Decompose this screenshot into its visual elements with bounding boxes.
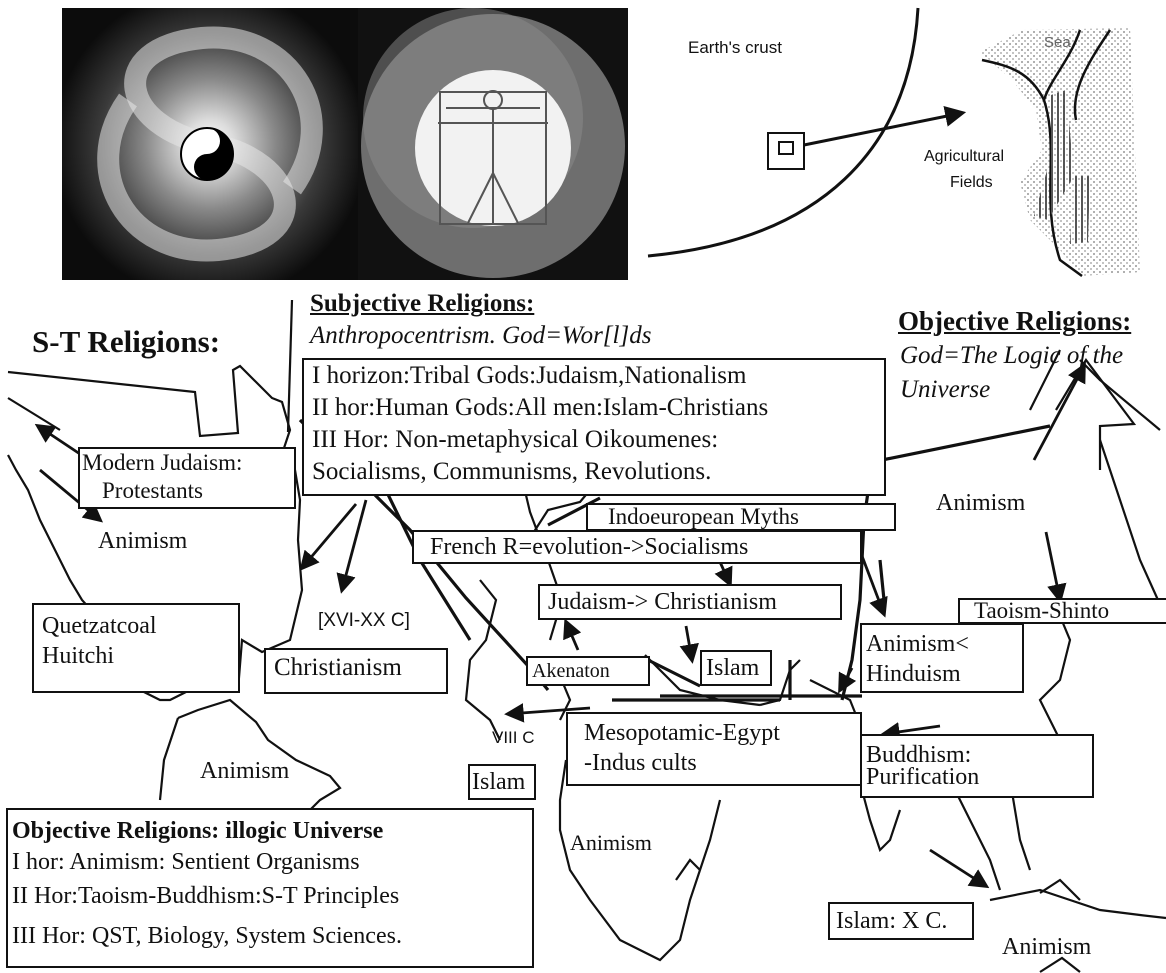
animism-hinduism-line1: Animism<	[866, 629, 1022, 659]
objective-illogic-line1: I hor: Animism: Sentient Organisms	[12, 846, 532, 878]
mesopotamic-box: Mesopotamic-Egypt -Indus cults	[566, 712, 862, 786]
modern-judaism-line2: Protestants	[82, 477, 294, 505]
taoism-shinto-label: Taoism-Shinto	[974, 598, 1109, 623]
animism-northeast-label: Animism	[936, 490, 1025, 517]
animism-northwest-label: Animism	[98, 528, 187, 555]
animism-hinduism-box: Animism< Hinduism	[860, 623, 1024, 693]
akenaton-box: Akenaton	[526, 656, 650, 686]
mesopotamic-line1: Mesopotamic-Egypt	[584, 718, 860, 748]
objective-religions-line2: Universe	[900, 376, 990, 404]
animism-southeast-label: Animism	[1002, 934, 1091, 961]
fields-label: Fields	[950, 174, 993, 192]
buddhism-line1: Buddhism:	[866, 744, 1092, 766]
objective-illogic-line3: III Hor: QST, Biology, System Sciences.	[12, 914, 532, 958]
objective-illogic-line2: II Hor:Taoism-Buddhism:S-T Principles	[12, 878, 532, 914]
objective-religions-line1: God=The Logic of the	[900, 342, 1123, 370]
viii-century-label: VIII C	[492, 728, 535, 748]
subjective-religions-subtitle: Anthropocentrism. God=Wor[l]ds	[310, 322, 651, 350]
french-revolution-label: French R=evolution->Socialisms	[430, 534, 748, 560]
islam-xc-label: Islam: X C.	[836, 908, 947, 934]
christianism-label: Christianism	[274, 654, 402, 681]
judaism-christianism-label: Judaism-> Christianism	[548, 589, 777, 615]
mesopotamic-line2: -Indus cults	[584, 748, 860, 778]
modern-judaism-box: Modern Judaism: Protestants	[78, 447, 296, 509]
buddhism-box: Buddhism: Purification	[860, 734, 1094, 798]
xvi-xx-century-label: [XVI-XX C]	[318, 610, 410, 632]
subjective-line-3: III Hor: Non-metaphysical Oikoumenes:	[312, 424, 876, 456]
objective-religions-heading: Objective Religions:	[898, 306, 1131, 337]
subjective-religions-heading: Subjective Religions:	[310, 290, 534, 318]
subjective-line-4: Socialisms, Communisms, Revolutions.	[312, 456, 876, 488]
islam-center-label: Islam	[706, 655, 759, 681]
agricultural-label: Agricultural	[924, 148, 1004, 166]
subjective-religions-box: I horizon:Tribal Gods:Judaism,Nationalis…	[302, 358, 886, 496]
subjective-line-1: I horizon:Tribal Gods:Judaism,Nationalis…	[312, 360, 876, 392]
animism-africa-label: Animism	[570, 830, 652, 856]
objective-illogic-title: Objective Religions: illogic Universe	[12, 816, 532, 846]
quetzatcoal-line2: Huitchi	[42, 641, 238, 671]
sea-label: Sea	[1044, 34, 1071, 51]
islam-africa-label: Islam	[472, 769, 525, 795]
islam-center-box: Islam	[700, 650, 772, 686]
animism-hinduism-line2: Hinduism	[866, 659, 1022, 689]
objective-illogic-box: Objective Religions: illogic Universe I …	[6, 808, 534, 968]
modern-judaism-line1: Modern Judaism:	[82, 449, 294, 477]
quetzatcoal-box: Quetzatcoal Huitchi	[32, 603, 240, 693]
french-revolution-box: French R=evolution->Socialisms	[412, 530, 862, 564]
animism-south-america-label: Animism	[200, 758, 289, 785]
taoism-shinto-box: Taoism-Shinto	[958, 598, 1166, 624]
christianism-box: Christianism	[264, 648, 448, 694]
islam-africa-box: Islam	[468, 764, 536, 800]
indoeuropean-label: Indoeuropean Myths	[608, 504, 799, 529]
islam-xc-box: Islam: X C.	[828, 902, 974, 940]
earth-crust-label: Earth's crust	[688, 38, 782, 58]
subjective-line-2: II hor:Human Gods:All men:Islam-Christia…	[312, 392, 876, 424]
quetzatcoal-line1: Quetzatcoal	[42, 611, 238, 641]
st-religions-heading: S-T Religions:	[32, 324, 220, 360]
buddhism-line2: Purification	[866, 766, 1092, 788]
indoeuropean-box: Indoeuropean Myths	[586, 503, 896, 531]
judaism-christianism-box: Judaism-> Christianism	[538, 584, 842, 620]
akenaton-label: Akenaton	[532, 660, 610, 682]
